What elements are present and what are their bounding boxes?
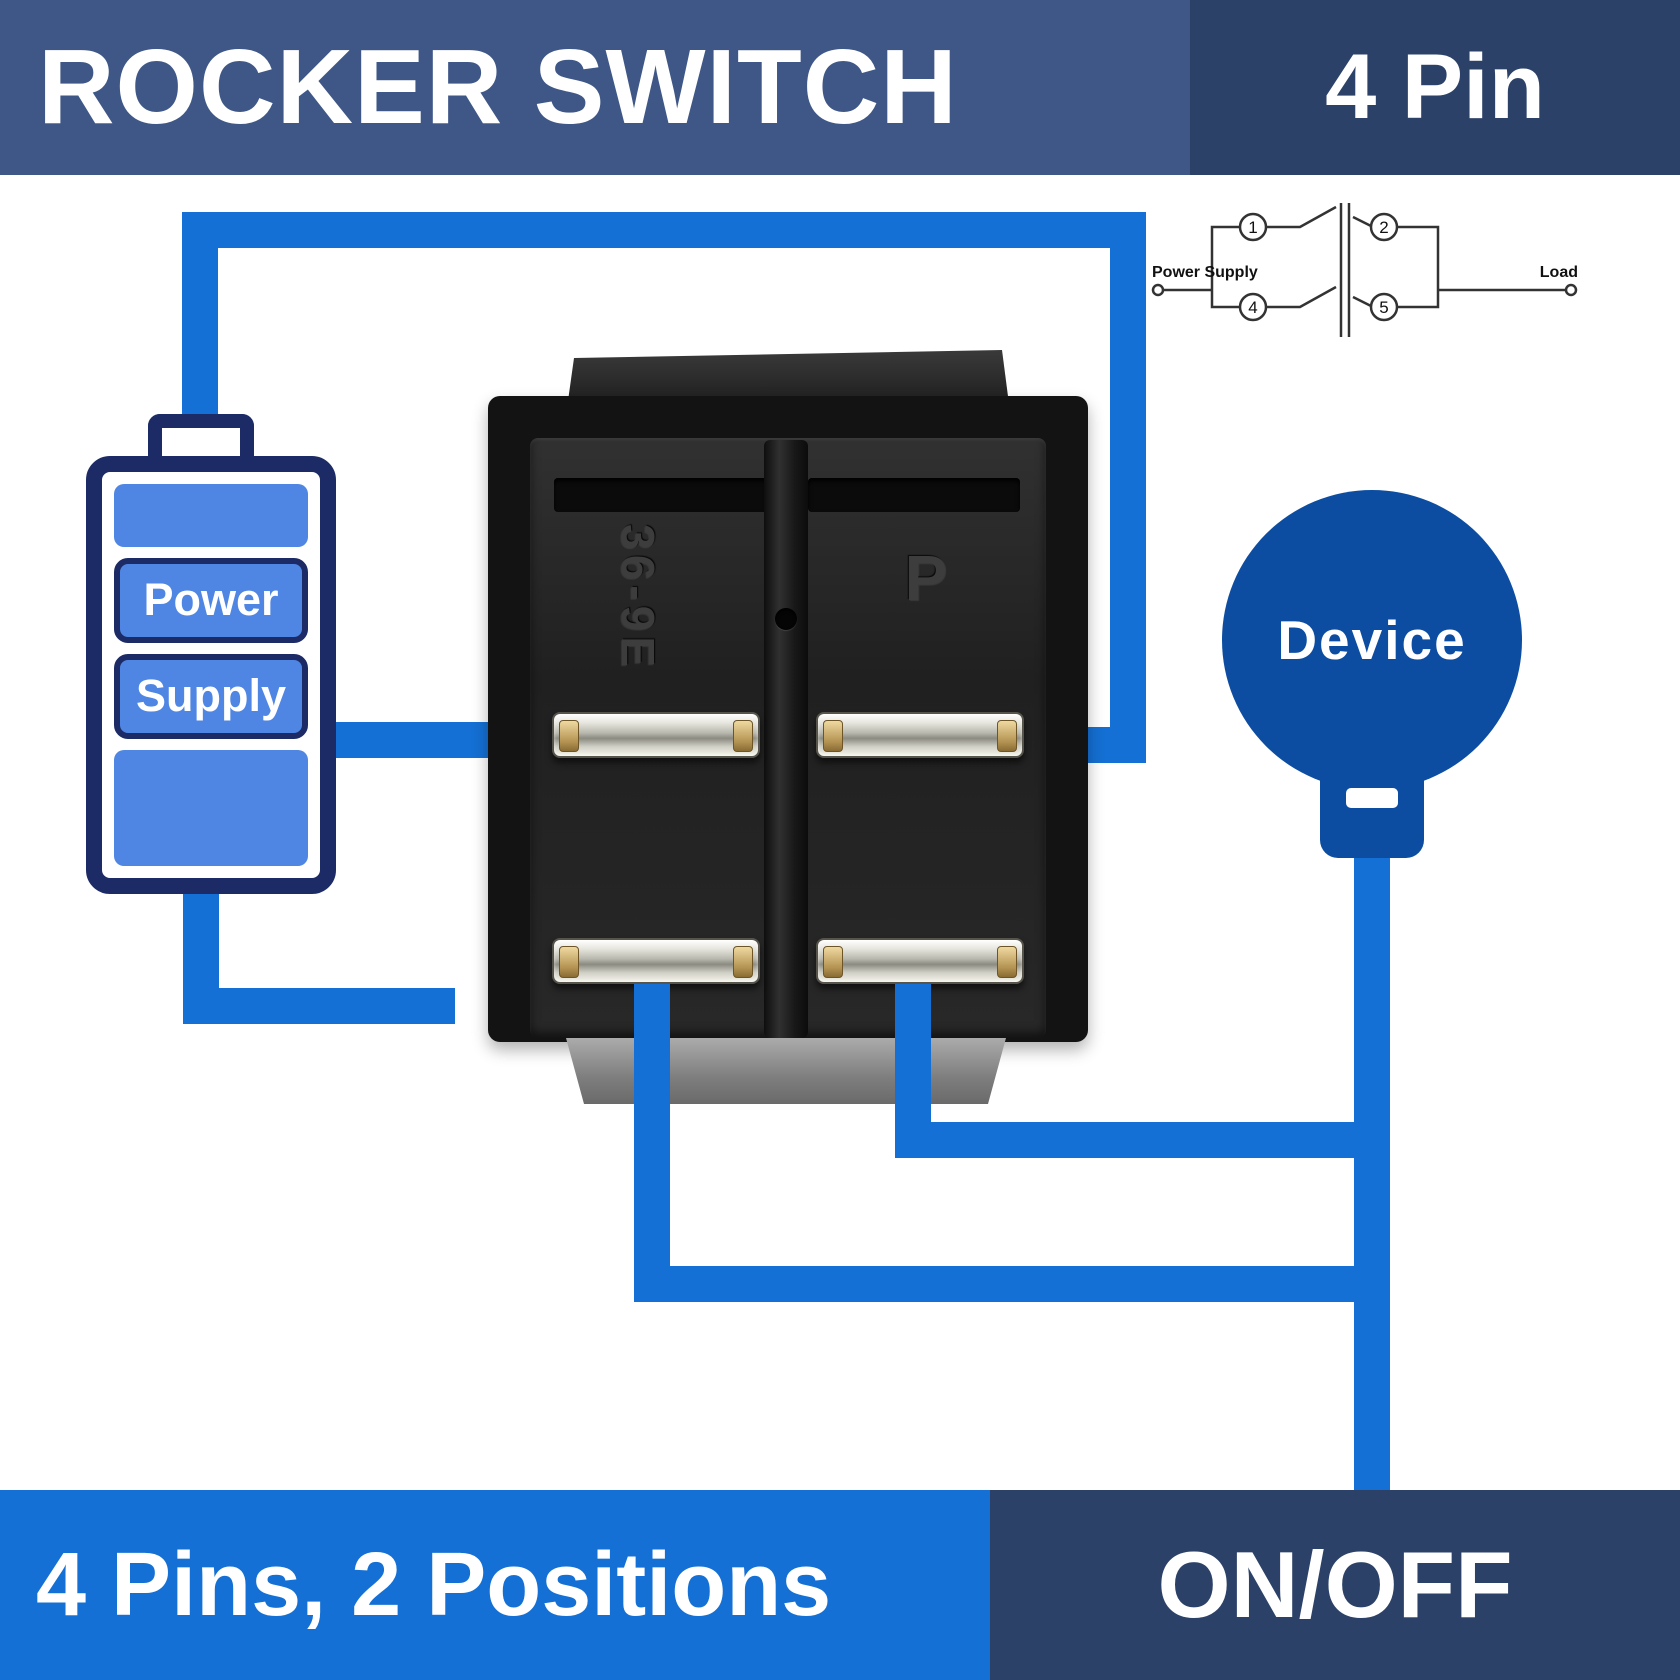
device-bulb-base-icon [1320,772,1424,858]
schematic-terminal-right [1564,283,1578,297]
switch-marking-left: 36-9E [612,524,664,672]
switch-pin-bottom-left [552,938,760,984]
rocker-switch-image: 36-9E P [488,350,1088,1110]
wiring-schematic-svg: 1 2 4 5 Power Supply Load [1151,203,1578,337]
schematic-pin4-number: 4 [1248,298,1257,317]
wire-bottom-long-horizontal [634,1266,1390,1302]
switch-pin-bottom-right [816,938,1024,984]
schematic-terminal-left [1151,283,1165,297]
switch-marking-right: P [904,542,948,614]
wire-bottom-right-to-device [895,1122,1390,1158]
switch-pin-top-right [816,712,1024,758]
wire-device-vertical [1354,848,1390,1490]
schematic-load-label: Load [1540,264,1578,281]
header-pin-badge: 4 Pin [1190,0,1680,175]
schematic-left-contacts [1266,205,1337,309]
schematic-pin1-number: 1 [1248,218,1257,237]
wire-battery-bottom-horizontal [183,988,455,1024]
switch-rib-hole [775,608,797,630]
footer-onoff-text: ON/OFF [1157,1532,1513,1637]
page-title: ROCKER SWITCH [38,28,958,146]
switch-center-rib [764,440,808,1038]
battery-cell-segment [114,484,308,548]
schematic-power-supply-label: Power Supply [1152,264,1258,281]
device-bulb-icon: Device [1222,490,1522,790]
power-supply-battery-icon: Power Supply [86,456,336,894]
battery-label-power: Power [114,558,308,643]
battery-label-supply: Supply [114,653,308,739]
schematic-pin2-number: 2 [1379,218,1388,237]
footer-onoff-bar: ON/OFF [990,1490,1680,1680]
header-title-bar: ROCKER SWITCH [0,0,1190,175]
pin-count-badge: 4 Pin [1325,36,1545,138]
footer-pins-positions-bar: 4 Pins, 2 Positions [0,1490,990,1680]
battery-cell-segment [114,749,308,866]
footer-pins-positions-text: 4 Pins, 2 Positions [36,1534,832,1635]
battery-label-supply-text: Supply [135,670,286,722]
switch-slot-right [808,478,1020,512]
schematic-rocker-bars [1339,203,1351,337]
battery-label-power-text: Power [143,574,279,626]
wire-top-right-vertical [1110,212,1146,763]
wire-bottom-right-pin-down [895,984,931,1158]
device-bulb-base-dash [1346,788,1398,808]
switch-base [566,1038,1006,1104]
wire-bottom-left-pin-down [634,984,670,1302]
wiring-schematic: 1 2 4 5 Power Supply Load [1150,195,1580,345]
device-label: Device [1277,609,1467,671]
schematic-right-lines [1397,225,1566,309]
schematic-left-lines [1163,225,1240,309]
switch-slot-left [554,478,768,512]
schematic-pin5-number: 5 [1379,298,1388,317]
switch-pin-top-left [552,712,760,758]
wire-top-horizontal [182,212,1146,248]
schematic-right-contacts [1352,215,1372,308]
